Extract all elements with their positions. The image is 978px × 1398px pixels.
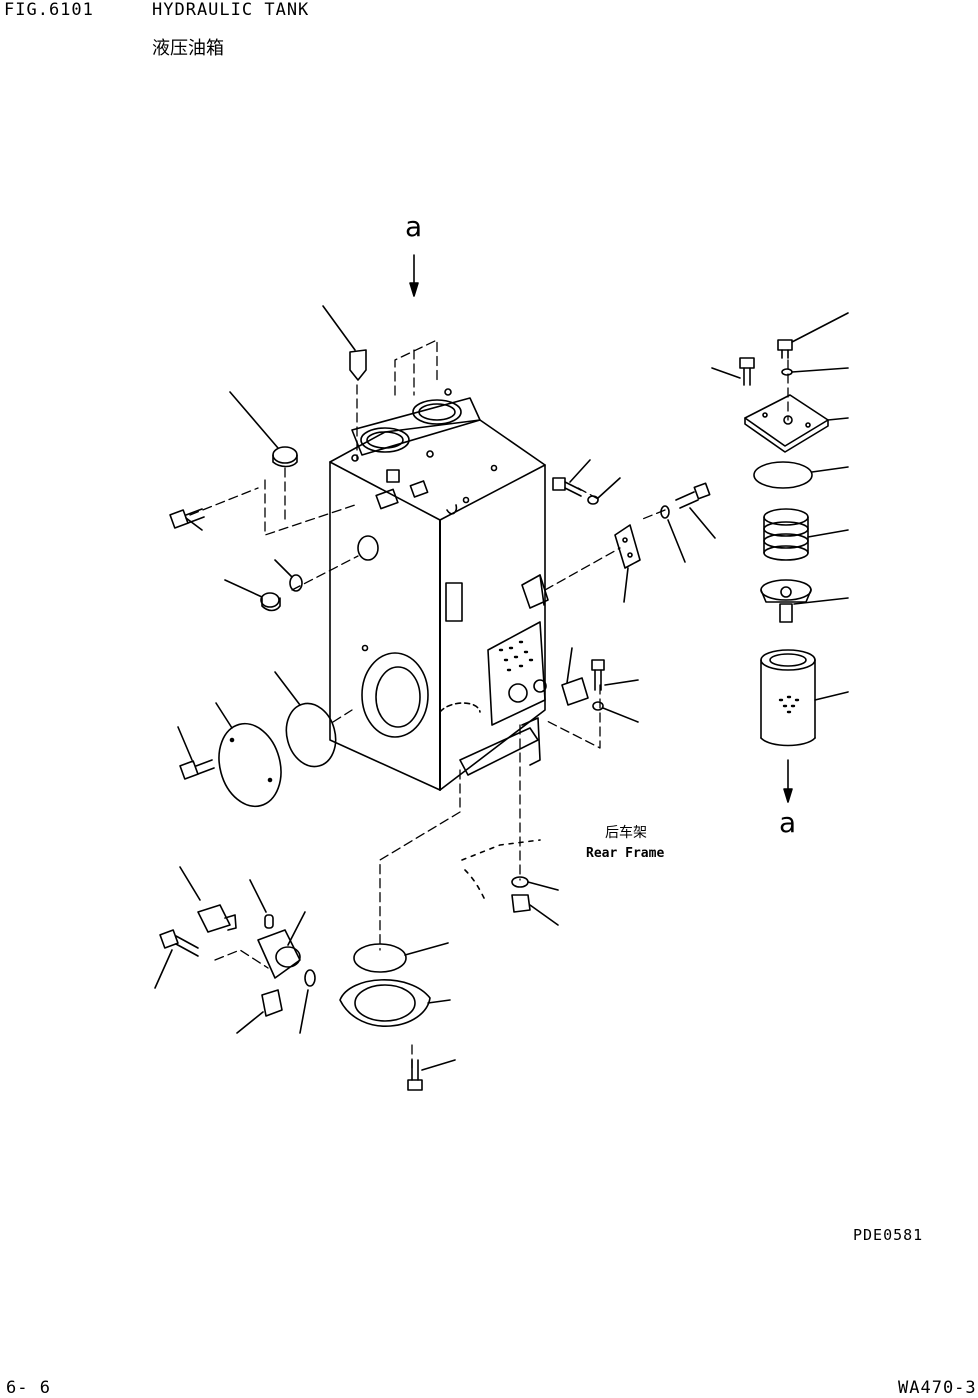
centre-lines	[190, 340, 788, 1070]
bottom-cover	[340, 980, 450, 1026]
figure-title-cn: 液压油箱	[152, 38, 224, 59]
page-number: 6- 6	[6, 1378, 51, 1398]
figure-title: HYDRAULIC TANK	[152, 0, 310, 20]
nut-rear-frame	[512, 895, 558, 925]
model-number: WA470-3	[898, 1378, 977, 1398]
bottom-gasket	[354, 943, 448, 972]
bolt-sensor	[592, 660, 638, 690]
filter-cover	[745, 395, 848, 452]
washer-sensor	[593, 702, 638, 722]
washer-rear-frame	[512, 877, 558, 890]
pin-small	[250, 880, 273, 928]
filter-bolt-top	[778, 313, 848, 358]
arrow-a-bottom	[784, 760, 792, 802]
washer-right-upper	[588, 478, 620, 504]
filter-washer-top	[782, 368, 848, 375]
breather-part	[323, 306, 366, 380]
bracket-right	[615, 525, 640, 602]
o-ring-left	[275, 560, 302, 591]
rear-frame-outline	[462, 840, 540, 900]
tank-body	[330, 389, 548, 790]
drawing-code: PDE0581	[853, 1226, 924, 1244]
bolt-left-lower	[178, 727, 214, 779]
figure-number: FIG.6101	[4, 0, 94, 20]
nut-bottom-left	[237, 990, 282, 1033]
fitting-bottom-left	[180, 867, 236, 932]
bolt-bottom-left	[155, 930, 198, 988]
bolt-left-upper	[170, 509, 204, 530]
bolt-bottom-cover	[408, 1060, 455, 1090]
side-gasket	[275, 672, 342, 772]
rear-frame-label-cn: 后车架	[605, 825, 647, 841]
filter-bolt-left	[712, 358, 754, 385]
side-cover	[210, 703, 290, 813]
plug-left	[225, 580, 280, 611]
sensor-plug	[562, 648, 588, 705]
filter-o-ring	[754, 462, 848, 488]
filter-element	[761, 650, 848, 746]
bolt-right-upper	[553, 460, 590, 496]
filter-spring	[764, 509, 848, 560]
elbow-fitting	[258, 912, 305, 978]
cap-part	[230, 392, 297, 467]
arrow-label-top: a	[405, 210, 423, 243]
o-ring-bottom	[300, 970, 315, 1033]
arrow-label-bottom: a	[779, 806, 797, 839]
arrow-a-top	[410, 255, 418, 296]
filter-valve	[761, 580, 848, 622]
washer-bracket	[661, 506, 685, 562]
rear-frame-label-en: Rear Frame	[586, 846, 665, 861]
bolt-bracket	[676, 483, 715, 538]
